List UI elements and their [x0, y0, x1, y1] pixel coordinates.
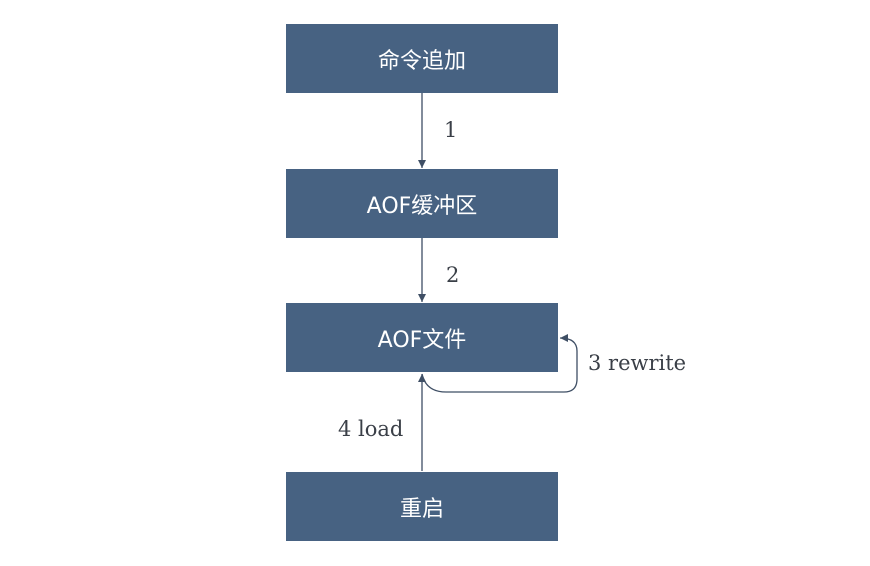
- node-restart-label: 重启: [399, 496, 444, 522]
- edge-label-rewrite: 3 rewrite: [588, 351, 687, 375]
- node-aof-file: AOF文件: [286, 303, 558, 372]
- node-aof-buffer-label: AOF缓冲区: [366, 193, 478, 219]
- node-restart: 重启: [286, 472, 558, 541]
- node-command-append: 命令追加: [286, 24, 558, 93]
- edge-label-buffer-to-file: 2: [446, 263, 460, 287]
- edge-label-load: 4 load: [338, 417, 404, 441]
- edge-label-append-to-buffer: 1: [444, 118, 458, 142]
- node-aof-buffer: AOF缓冲区: [286, 169, 558, 238]
- node-aof-file-label: AOF文件: [377, 327, 467, 353]
- node-command-append-label: 命令追加: [377, 48, 466, 74]
